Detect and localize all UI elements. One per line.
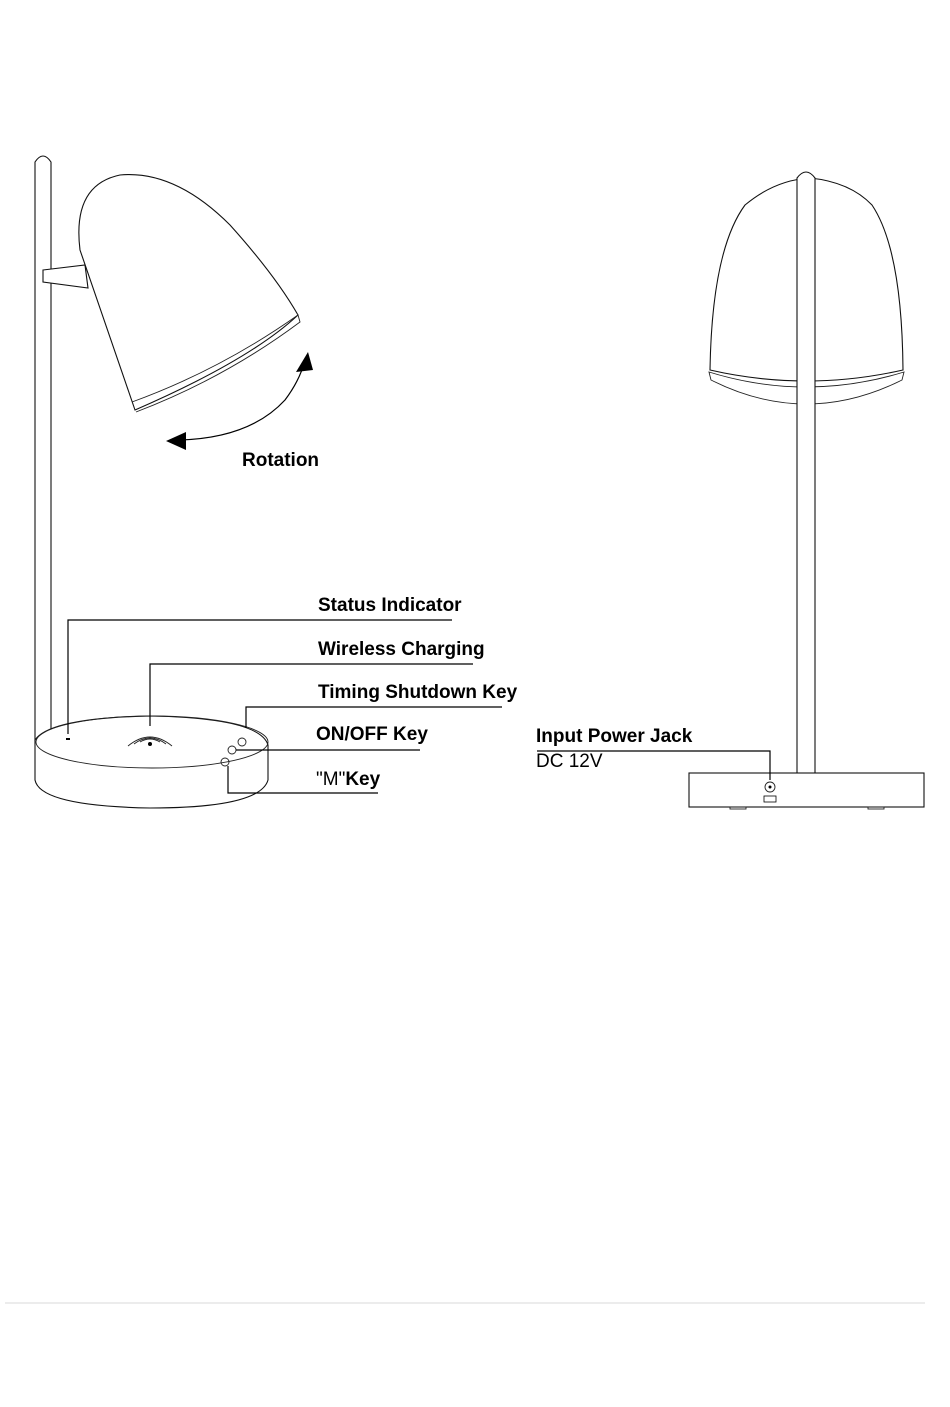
rotation-arrowhead-left [166, 432, 186, 450]
onoff-key-label: ON/OFF Key [316, 724, 428, 745]
base-foot-right [868, 807, 884, 809]
m-key-label-word: Key [345, 769, 380, 790]
m-key-label: "M"Key [316, 769, 381, 790]
lamp-shade-left [79, 175, 298, 410]
status-indicator-light [66, 738, 70, 740]
side-view-lamp [35, 156, 502, 808]
rotation-label: Rotation [242, 450, 319, 471]
lamp-base-right [689, 773, 924, 807]
status-indicator-label: Status Indicator [318, 595, 462, 616]
lamp-pole-right [797, 172, 815, 805]
lamp-pole-left [35, 156, 51, 740]
timing-shutdown-key-label: Timing Shutdown Key [318, 682, 518, 703]
power-jack-pin [769, 786, 772, 789]
input-power-jack-label: Input Power Jack [536, 726, 693, 747]
lamp-base-left [35, 716, 268, 808]
base-foot-left [730, 807, 746, 809]
wireless-charging-label: Wireless Charging [318, 639, 485, 660]
back-view-lamp [537, 172, 924, 809]
dc-voltage-label: DC 12V [536, 751, 603, 772]
m-key-label-quoted: "M" [316, 769, 345, 790]
rotation-arrowhead-up [296, 352, 313, 372]
